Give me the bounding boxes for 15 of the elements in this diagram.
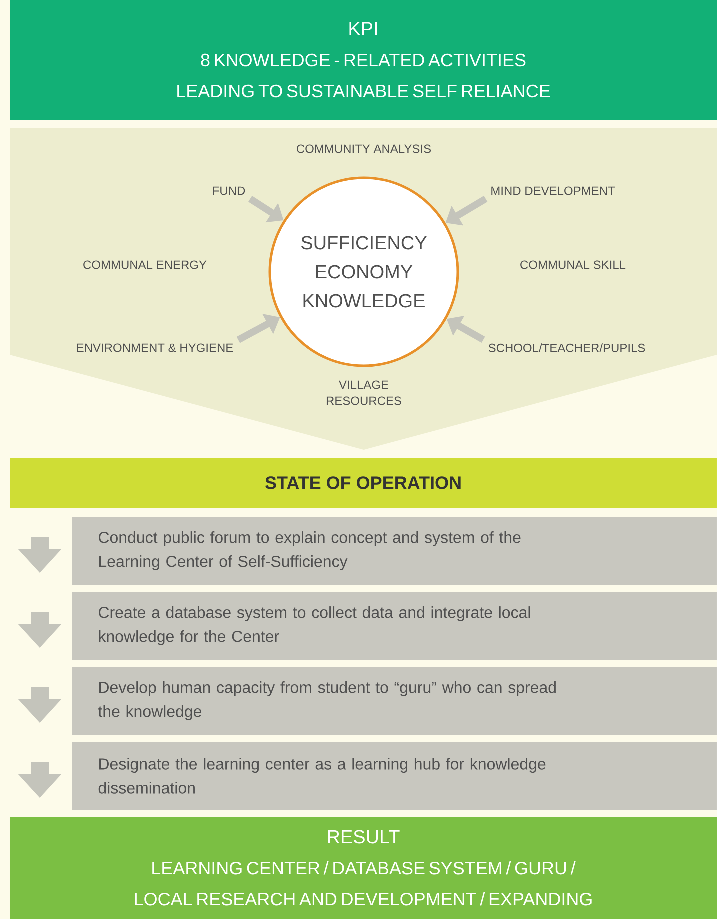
topic-label: COMMUNITY ANALYSIS xyxy=(297,144,431,154)
topic-label: FUND xyxy=(213,186,246,196)
step-box: Develop human capacity from student to “guru” who can spread the knowledge xyxy=(72,667,717,735)
topic-label: COMMUNAL SKILL xyxy=(520,260,626,270)
topic-label: SCHOOL/TEACHER/PUPILS xyxy=(488,344,646,352)
topic-label: COMMUNAL ENERGY xyxy=(84,260,207,270)
step-box: Designate the learning center as a learning hub for knowledge dissemination xyxy=(72,742,717,810)
topic-label: VILLAGE RESOURCES xyxy=(326,380,402,406)
section-band: STATE OF OPERATION xyxy=(10,458,717,508)
step-box: Conduct public forum to explain concept and system of the Learning Center of Self-Sufficiency xyxy=(72,517,717,585)
step-box: Create a database system to collect data and integrate local knowledge for the Center xyxy=(72,592,717,660)
header-band: KPI 8 KNOWLEDGE - RELATED ACTIVITIES LEADING TO SUSTAINABLE SELF RELIANCE xyxy=(10,0,717,120)
topic-label: MIND DEVELOPMENT xyxy=(492,186,616,196)
header-band: RESULT LEARNING CENTER / DATABASE SYSTEM / GURU / LOCAL RESEARCH AND DEVELOPMENT / EXPANDING xyxy=(10,817,717,919)
topic-label: ENVIRONMENT & HYGIENE xyxy=(77,344,234,352)
